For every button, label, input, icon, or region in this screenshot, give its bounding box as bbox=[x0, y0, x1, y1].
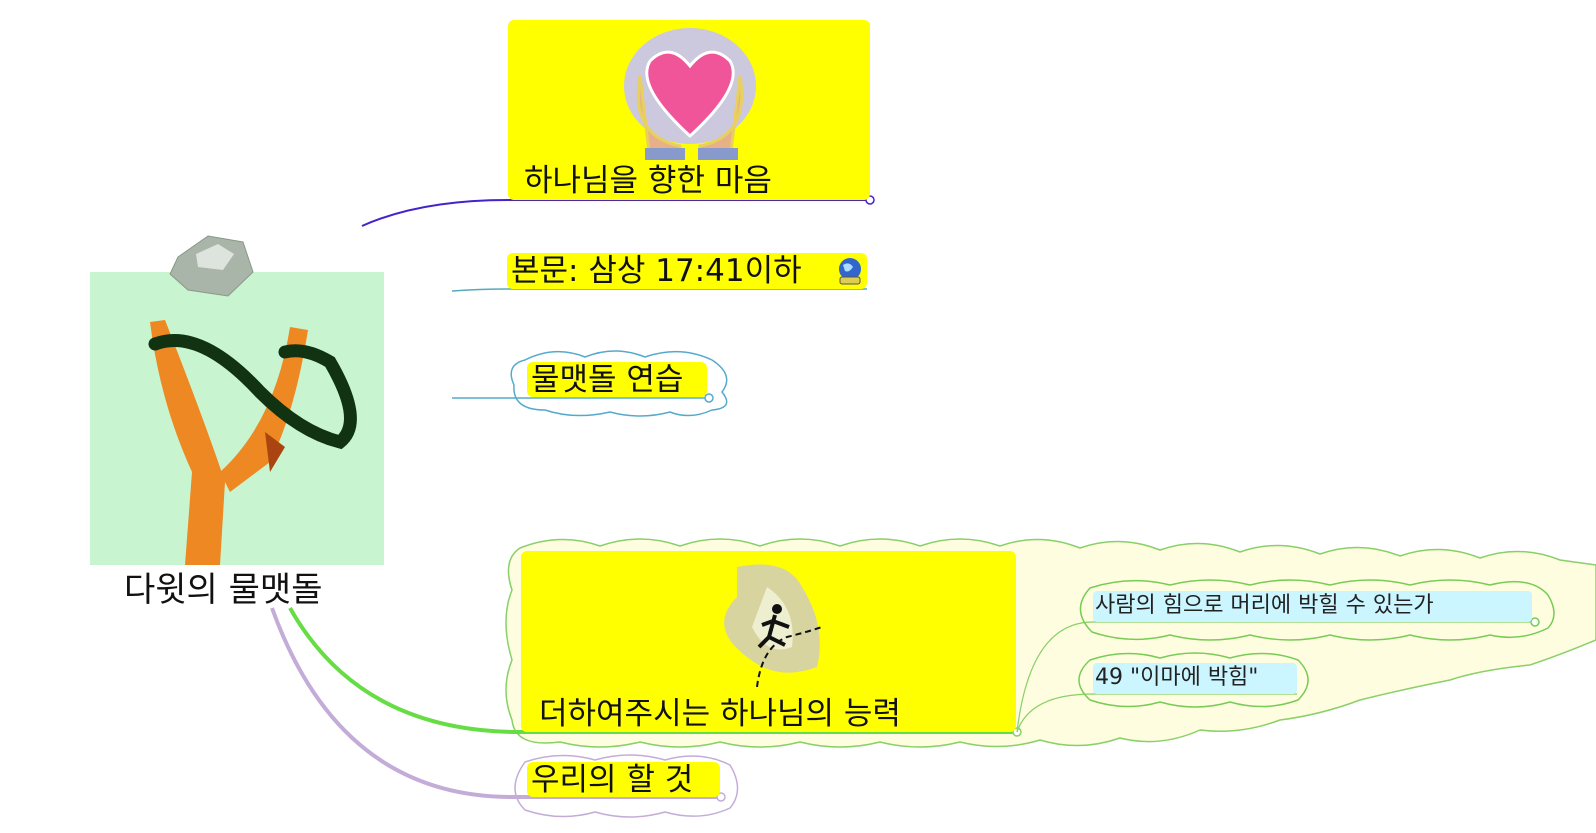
central-topic[interactable]: 다윗의 물맷돌 bbox=[90, 230, 384, 610]
subtopic-2[interactable]: 49 "이마에 박힘" bbox=[1093, 663, 1297, 694]
globe-hyperlink-icon[interactable] bbox=[837, 257, 863, 285]
topic-3[interactable]: 물맷돌 연습 bbox=[527, 362, 707, 398]
topic-3-cloud bbox=[510, 350, 728, 417]
subtopic-1-cloud bbox=[1079, 579, 1555, 641]
subtopic-2-label: 49 "이마에 박힘" bbox=[1095, 665, 1259, 690]
central-topic-label: 다윗의 물맷돌 bbox=[124, 570, 323, 610]
topic-5-label: 우리의 할 것 bbox=[531, 762, 694, 798]
running-figure-image bbox=[707, 557, 829, 687]
slingshot-image bbox=[90, 272, 384, 565]
subtopic-1[interactable]: 사람의 힘으로 머리에 박힐 수 있는가 bbox=[1093, 591, 1532, 622]
topic-5[interactable]: 우리의 할 것 bbox=[527, 762, 720, 798]
connector-topic-4 bbox=[288, 607, 1016, 734]
rock-image bbox=[168, 232, 254, 298]
connector-topic-5 bbox=[270, 607, 720, 799]
subtopic-1-label: 사람의 힘으로 머리에 박힐 수 있는가 bbox=[1095, 593, 1434, 618]
connector-topic-2 bbox=[451, 288, 867, 292]
connector-subtopic-1 bbox=[1016, 621, 1532, 733]
topic-1[interactable]: 하나님을 향한 마음 bbox=[508, 20, 870, 200]
topic-3-label: 물맷돌 연습 bbox=[531, 362, 684, 398]
topic-2[interactable]: 본문: 삼상 17:41이하 bbox=[507, 253, 867, 289]
expand-button-topic-3[interactable] bbox=[704, 393, 714, 403]
topic-1-label: 하나님을 향한 마음 bbox=[524, 163, 772, 199]
topic-5-cloud bbox=[514, 754, 739, 818]
topic-2-label: 본문: 삼상 17:41이하 bbox=[511, 253, 802, 289]
connector-topic-1 bbox=[361, 199, 870, 227]
expand-button-topic-5[interactable] bbox=[716, 792, 726, 802]
subtopic-2-cloud bbox=[1078, 652, 1309, 708]
heart-in-hands-image bbox=[620, 26, 760, 160]
connector-subtopic-2 bbox=[1016, 693, 1297, 733]
topic-4[interactable]: 더하여주시는 하나님의 능력 bbox=[521, 551, 1016, 732]
topic-4-label: 더하여주시는 하나님의 능력 bbox=[539, 696, 901, 732]
